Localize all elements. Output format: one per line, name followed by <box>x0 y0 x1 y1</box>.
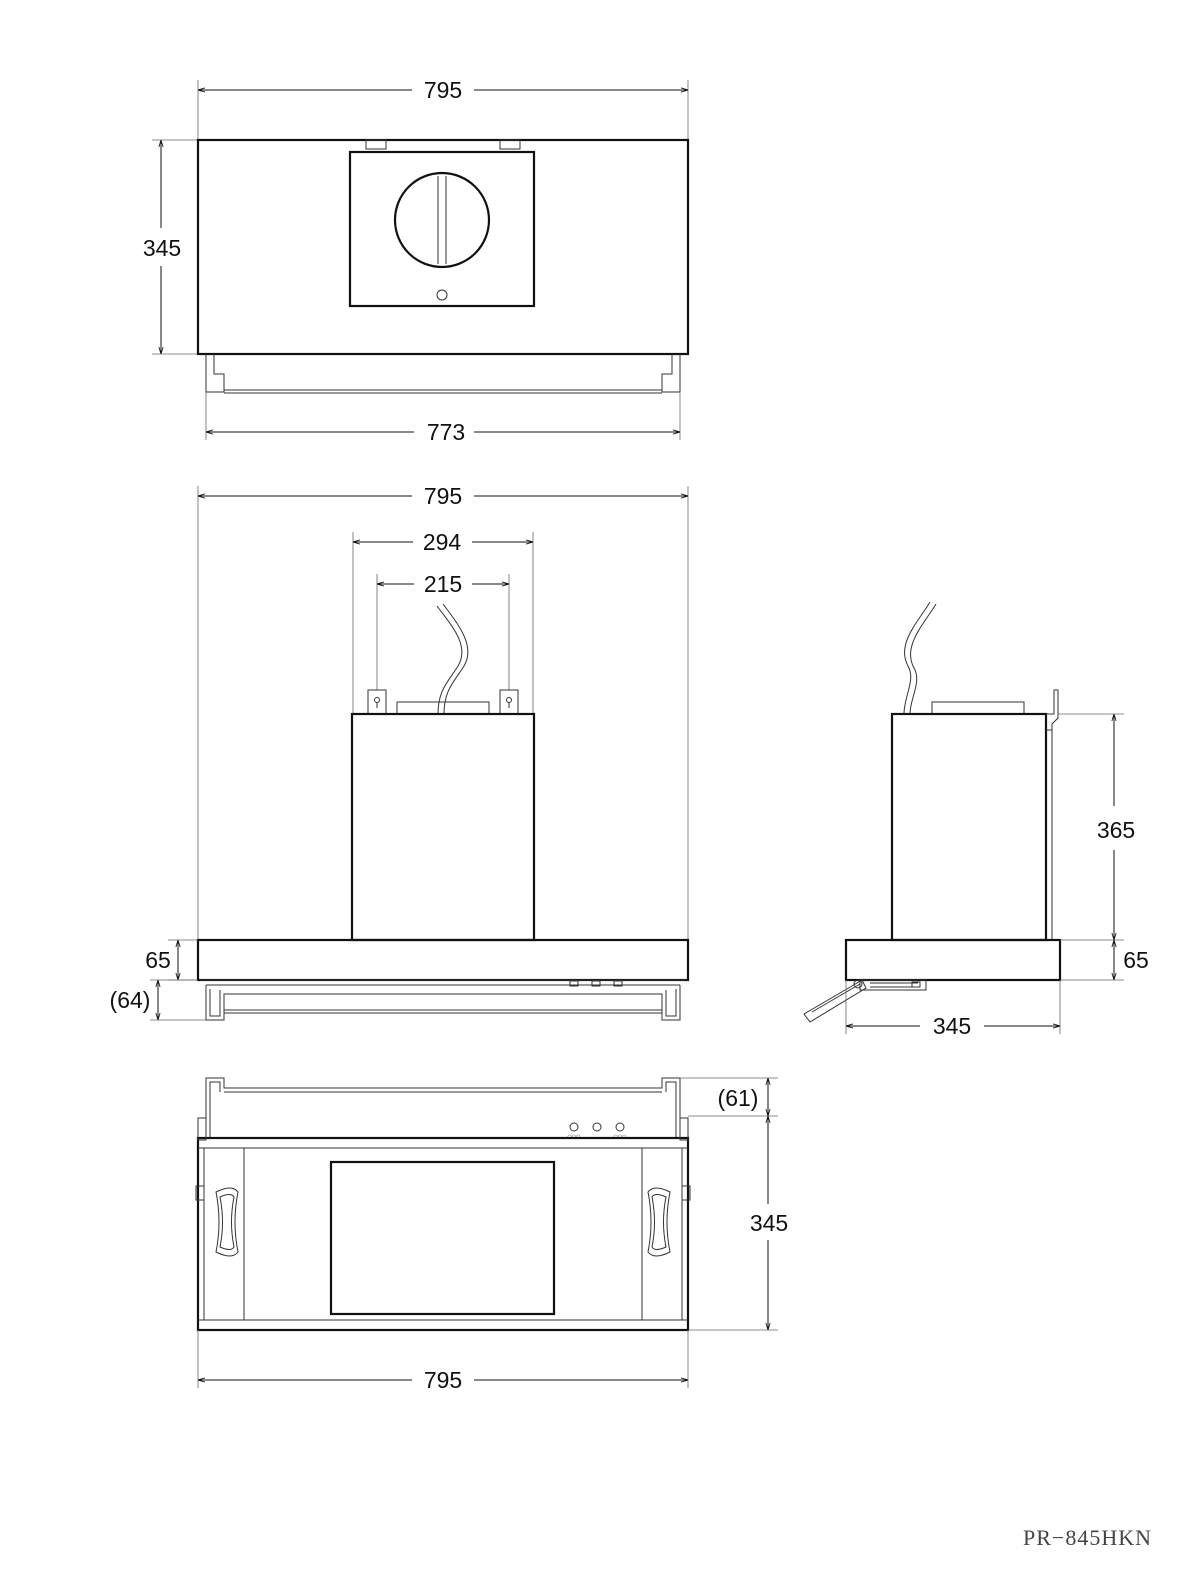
drawer-top-view <box>205 354 681 394</box>
drawer-height-label: (64) <box>110 987 151 1013</box>
side-hood-body <box>844 938 1062 982</box>
front-width-label: 795 <box>424 483 462 509</box>
dimension-front-width: 795 <box>197 483 689 940</box>
dimension-bracket-spacing: 215 <box>376 571 510 690</box>
mounting-bracket-right <box>499 689 519 715</box>
bottom-width-label: 795 <box>424 1367 462 1393</box>
top-view: 795 345 <box>143 77 690 445</box>
cable-hole <box>436 289 448 301</box>
dimension-drawer-width: 773 <box>205 392 681 445</box>
filter-handle-left <box>215 1187 239 1257</box>
side-chimney <box>890 712 1048 942</box>
side-drawer-lever <box>803 979 927 1023</box>
bracket-right <box>499 139 521 150</box>
drawer-front-view <box>205 985 681 1021</box>
dimension-chimney-height: 365 <box>1058 713 1135 941</box>
dimension-top-width: 795 <box>197 77 689 140</box>
bracket-spacing-label: 215 <box>424 571 462 597</box>
side-body-height-label: 65 <box>1123 947 1149 973</box>
rail-right-top <box>679 1117 689 1141</box>
exhaust-outlet-circle <box>393 171 491 269</box>
dimension-bottom-depth: 345 <box>688 1116 788 1331</box>
dimension-side-body-height: 65 <box>1060 940 1149 981</box>
chimney <box>350 712 536 942</box>
hood-top-outline <box>196 138 690 356</box>
dimension-bottom-width: 795 <box>197 1330 689 1393</box>
dimension-top-depth: 345 <box>143 139 198 355</box>
mounting-bracket-left <box>367 689 387 715</box>
motor-plate <box>348 150 536 308</box>
front-view: 795 294 215 <box>110 483 690 1021</box>
model-number: PR−845HKN <box>1023 1525 1152 1550</box>
drawer-depth-label: (61) <box>718 1085 759 1111</box>
side-power-cable <box>903 601 931 715</box>
hood-bottom-outline <box>196 1136 690 1332</box>
rail-left-top <box>197 1117 207 1141</box>
center-filter-panel <box>329 1160 556 1316</box>
side-depth-label: 345 <box>933 1013 971 1039</box>
drawer-width-label: 773 <box>427 419 465 445</box>
hood-body <box>196 938 690 982</box>
bottom-drawer: ○○○ ○○○ <box>205 1077 681 1140</box>
body-height-label: 65 <box>145 947 171 973</box>
bottom-depth-label: 345 <box>750 1210 788 1236</box>
dimension-chimney-width: 294 <box>352 529 534 714</box>
power-cable <box>436 605 463 715</box>
bracket-left <box>365 139 387 150</box>
side-view: 365 65 345 <box>803 601 1149 1039</box>
dimension-drawer-height: (64) <box>110 979 206 1021</box>
top-depth-label: 345 <box>143 235 181 261</box>
dimension-drawer-depth: (61) <box>680 1077 778 1117</box>
filter-handle-right <box>647 1187 671 1257</box>
motor-cap <box>396 701 490 715</box>
dimension-side-depth: 345 <box>845 980 1061 1039</box>
top-width-label: 795 <box>424 77 462 103</box>
bottom-view: ○○○ ○○○ (61) <box>195 1077 788 1393</box>
chimney-height-label: 365 <box>1097 817 1135 843</box>
chimney-width-label: 294 <box>423 529 462 555</box>
dimension-body-height: 65 <box>145 939 198 981</box>
side-motor-cap <box>931 701 1025 715</box>
